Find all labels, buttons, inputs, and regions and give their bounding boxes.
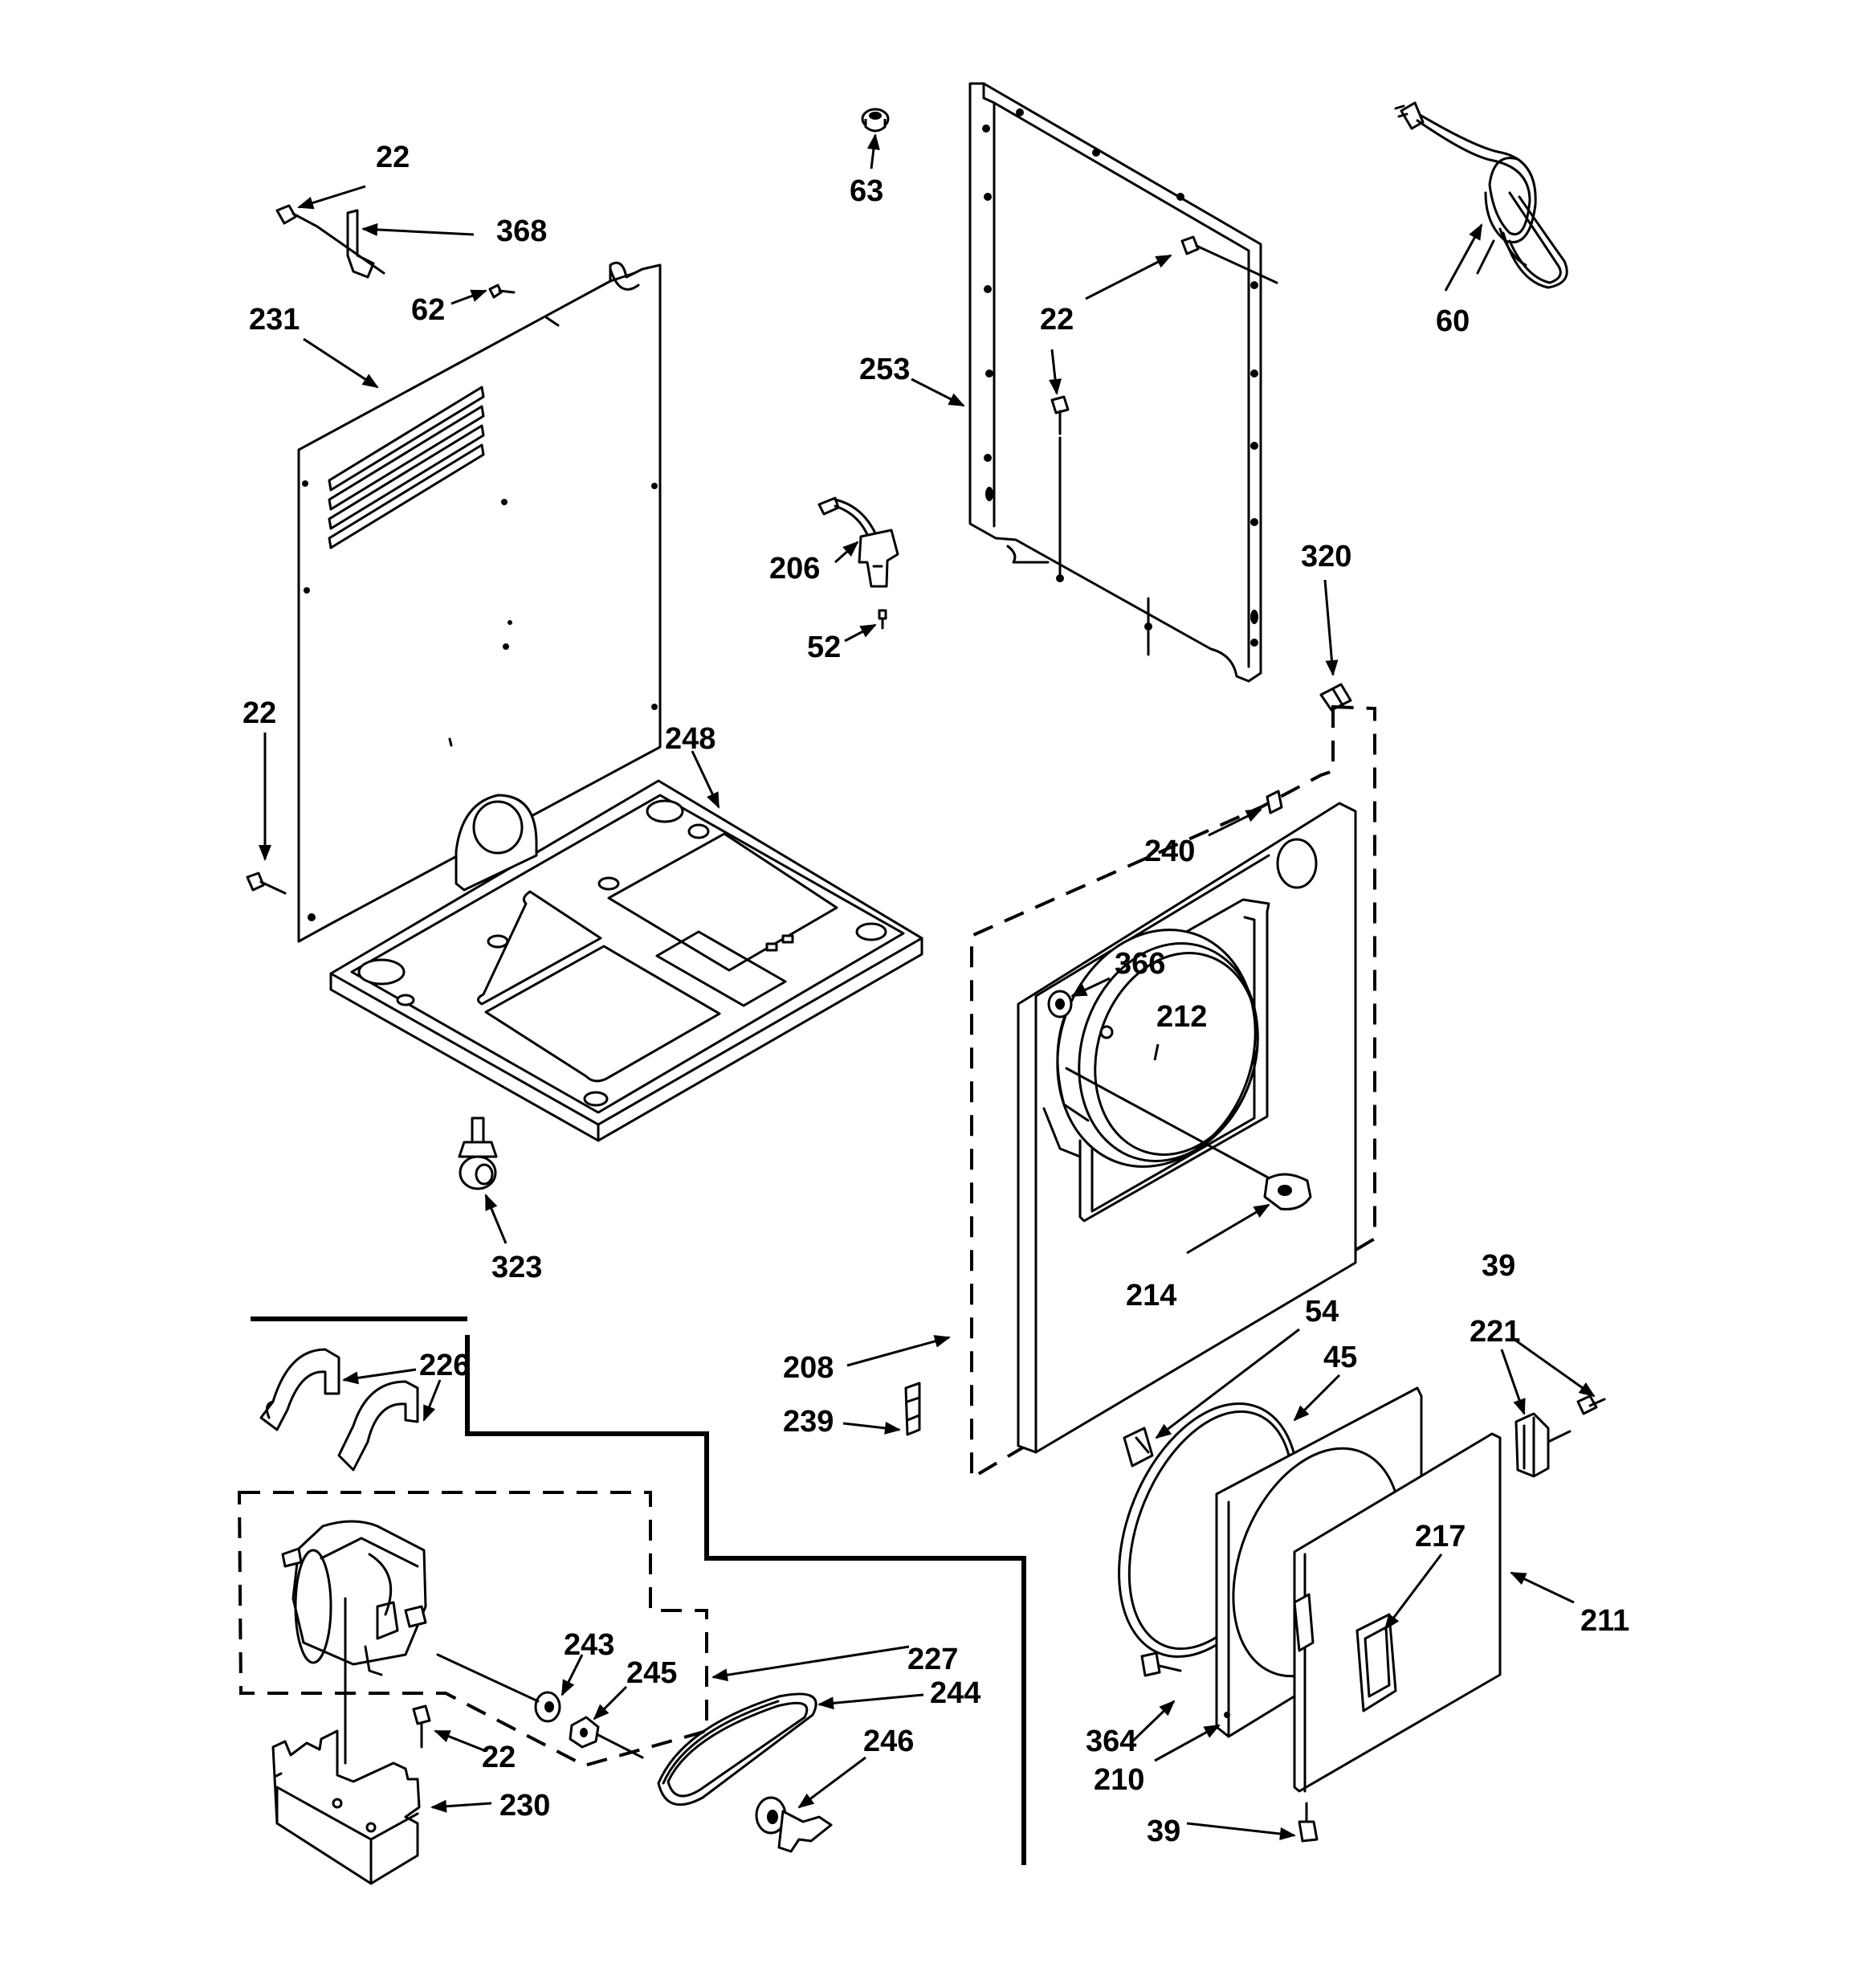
front-panel-part <box>970 704 1376 1481</box>
callout-22: 22 <box>243 696 276 730</box>
callout-63: 63 <box>850 174 883 208</box>
callout-212: 212 <box>1156 1000 1207 1034</box>
leveling-leg-part <box>458 1116 498 1190</box>
callout-208: 208 <box>783 1351 834 1385</box>
screw-22-frame-center <box>1050 395 1070 435</box>
clip-240 <box>1266 790 1283 814</box>
callout-labels: 22 368 62 231 22 248 323 63 253 22 206 5… <box>243 141 1629 1848</box>
callout-60: 60 <box>1436 304 1470 338</box>
motor-dashed-outline <box>237 1491 708 1768</box>
callout-211: 211 <box>1580 1604 1629 1638</box>
callout-210: 210 <box>1094 1763 1144 1797</box>
callout-366: 366 <box>1115 947 1165 981</box>
bumper-63 <box>861 108 890 133</box>
strike-54 <box>1123 1427 1154 1468</box>
callout-227: 227 <box>907 1643 958 1676</box>
callout-221: 221 <box>1470 1315 1520 1349</box>
clip-226-left <box>259 1348 340 1431</box>
callout-230: 230 <box>499 1789 550 1823</box>
callout-245: 245 <box>626 1656 677 1690</box>
rear-panel-part <box>297 261 662 943</box>
screw-62 <box>488 284 516 299</box>
callout-39: 39 <box>1147 1815 1180 1848</box>
callout-364: 364 <box>1086 1725 1136 1758</box>
callout-45: 45 <box>1323 1341 1357 1374</box>
screw-39-bottom <box>1298 1802 1319 1843</box>
callout-323: 323 <box>491 1251 542 1284</box>
callout-54: 54 <box>1305 1295 1339 1329</box>
belt-244 <box>657 1692 817 1806</box>
clip-320 <box>1319 683 1352 712</box>
callout-62: 62 <box>411 293 445 327</box>
callout-239: 239 <box>783 1405 834 1439</box>
power-cord-60 <box>1394 101 1568 289</box>
section-divider <box>251 1316 1026 1865</box>
screw-22-frame-right <box>1180 235 1278 284</box>
screw-22-motor <box>412 1704 431 1749</box>
callout-243: 243 <box>564 1628 614 1662</box>
callout-231: 231 <box>249 303 300 337</box>
frame-part <box>968 82 1262 683</box>
callout-214: 214 <box>1126 1279 1176 1312</box>
motor-part <box>281 1520 427 1765</box>
callout-206: 206 <box>769 552 820 586</box>
base-part <box>329 779 923 1142</box>
screw-52 <box>878 609 887 630</box>
motor-mount-230 <box>271 1729 421 1885</box>
screw-22-top <box>275 204 319 228</box>
leader-lines <box>259 133 1596 1840</box>
callout-22: 22 <box>376 141 410 174</box>
callout-226: 226 <box>419 1349 470 1382</box>
screw-22-left <box>246 872 287 895</box>
switch-206 <box>817 496 899 588</box>
callout-246: 246 <box>863 1725 914 1758</box>
screw-39-top <box>1576 1394 1606 1415</box>
callout-248: 248 <box>665 722 715 756</box>
callout-52: 52 <box>807 631 841 664</box>
pulley-243 <box>436 1653 561 1723</box>
callout-253: 253 <box>859 353 910 386</box>
bracket-368 <box>316 209 385 279</box>
hinge-221 <box>1514 1412 1572 1478</box>
clip-226-right <box>337 1380 419 1472</box>
callout-244: 244 <box>930 1676 980 1710</box>
callout-320: 320 <box>1301 540 1351 574</box>
callout-217: 217 <box>1415 1520 1466 1553</box>
bracket-239 <box>904 1382 921 1436</box>
callout-22: 22 <box>1040 303 1074 337</box>
screw-364 <box>1140 1651 1182 1677</box>
callout-240: 240 <box>1144 835 1195 868</box>
idler-246 <box>755 1796 833 1853</box>
nut-245 <box>569 1716 644 1759</box>
callout-39: 39 <box>1482 1249 1515 1283</box>
callout-368: 368 <box>496 214 547 248</box>
callout-22: 22 <box>482 1741 516 1774</box>
